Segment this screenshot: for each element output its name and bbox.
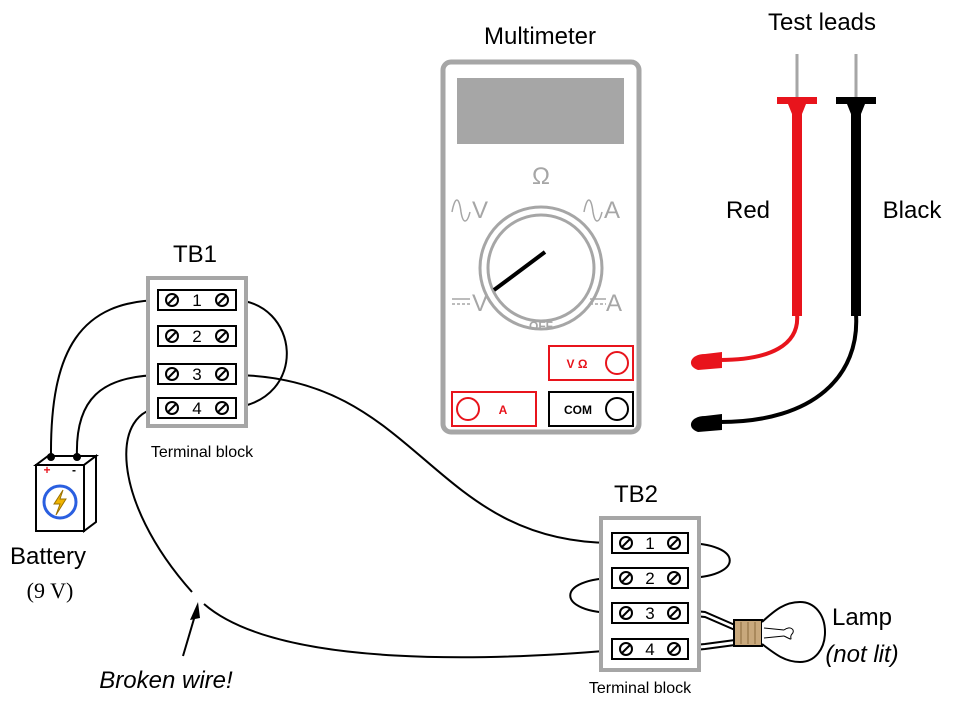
terminal-block-tb2: TB2 1 2 3: [589, 481, 701, 697]
tb1-terminal-1: 1: [157, 289, 237, 311]
lamp-label: Lamp: [832, 604, 892, 631]
jack-socket-icon: [605, 351, 629, 375]
tb1-terminal-3-number: 3: [192, 365, 201, 384]
test-leads-title: Test leads: [768, 9, 876, 36]
red-test-lead[interactable]: Red: [690, 54, 817, 370]
tb2-title: TB2: [614, 481, 658, 508]
tb1-terminal-4-number: 4: [192, 399, 201, 418]
ac-wave-icon: [451, 199, 471, 222]
tb2-terminal-4: 4: [611, 638, 689, 660]
broken-wire-arrow: [182, 611, 197, 657]
tb2-terminal-3-number: 3: [645, 604, 654, 623]
lamp: Lamp (not lit): [733, 600, 899, 668]
battery: + - Battery (9 V): [10, 453, 99, 603]
com-jack-label: COM: [564, 403, 592, 417]
tb1-title: TB1: [173, 241, 217, 268]
battery-minus-terminal: [73, 453, 81, 461]
wire-tb2-2-to-tb2-3: [569, 577, 617, 614]
dial-dc-amps: A: [606, 290, 622, 317]
red-plug: [690, 352, 722, 370]
tb1-caption: Terminal block: [151, 444, 254, 461]
lamp-state: (not lit): [825, 641, 898, 668]
battery-minus-label: -: [72, 463, 76, 477]
wire-tb1-1-to-battery-plus: [49, 299, 164, 458]
battery-voltage: (9 V): [27, 578, 74, 603]
wire-tb1-1-to-tb1-4: [231, 299, 288, 409]
tb1-terminal-2-number: 2: [192, 327, 201, 346]
wire-broken-lower-to-tb2-4: [203, 603, 617, 659]
amps-jack-label: A: [499, 403, 508, 417]
tb2-terminal-3: 3: [611, 602, 689, 624]
wire-tb1-3-to-tb2-1: [231, 374, 617, 545]
battery-plus-terminal: [47, 453, 55, 461]
tb2-terminal-2-number: 2: [645, 569, 654, 588]
tb1-terminal-1-number: 1: [192, 291, 201, 310]
lightning-icon: [53, 489, 67, 516]
black-lead-label: Black: [883, 197, 943, 224]
arrow-head-icon: [190, 602, 200, 620]
selector-pointer: [492, 250, 547, 292]
ac-wave-icon: [583, 199, 603, 222]
test-leads: Test leads Red Black: [690, 9, 943, 432]
jack-socket-icon: [605, 397, 629, 421]
wires: [49, 299, 731, 659]
tb2-terminal-1: 1: [611, 532, 689, 554]
tb1-terminal-3: 3: [157, 363, 237, 385]
multimeter-display: [457, 78, 624, 144]
multimeter-title: Multimeter: [484, 23, 596, 50]
lamp-filament: [783, 627, 794, 640]
battery-label: Battery: [10, 543, 86, 570]
com-jack[interactable]: COM: [548, 391, 634, 427]
terminal-block-tb1: TB1 1 2 3: [146, 241, 254, 461]
tb2-terminal-1-number: 1: [645, 534, 654, 553]
dial-dc-volts: V: [472, 290, 488, 317]
amps-jack[interactable]: A: [451, 391, 537, 427]
broken-wire-annotation: Broken wire!: [99, 602, 233, 694]
v-ohm-jack[interactable]: V Ω: [548, 345, 634, 381]
wire-tb1-3-to-battery-minus: [75, 374, 164, 458]
dial-off-label: OFF: [529, 319, 553, 333]
red-lead-label: Red: [726, 197, 770, 224]
tb2-caption: Terminal block: [589, 680, 692, 697]
black-test-lead[interactable]: Black: [690, 54, 943, 432]
wire-tb1-4-broken-upper: [125, 407, 193, 593]
dial-ohm-label: Ω: [532, 163, 550, 190]
v-ohm-jack-label: V Ω: [567, 357, 588, 371]
dial-ac-amps: A: [604, 197, 620, 224]
dial-ac-volts: V: [472, 197, 488, 224]
black-plug: [690, 414, 722, 432]
tb2-terminal-2: 2: [611, 567, 689, 589]
tb1-terminal-4: 4: [157, 397, 237, 419]
battery-plus-label: +: [43, 463, 50, 477]
tb1-terminal-2: 2: [157, 325, 237, 347]
jack-socket-icon: [456, 397, 480, 421]
tb2-terminal-4-number: 4: [645, 640, 654, 659]
wire-tb2-1-to-tb2-2: [683, 542, 731, 579]
broken-wire-label: Broken wire!: [99, 667, 233, 694]
multimeter: Multimeter Ω V A V A OFF V Ω: [440, 23, 642, 435]
